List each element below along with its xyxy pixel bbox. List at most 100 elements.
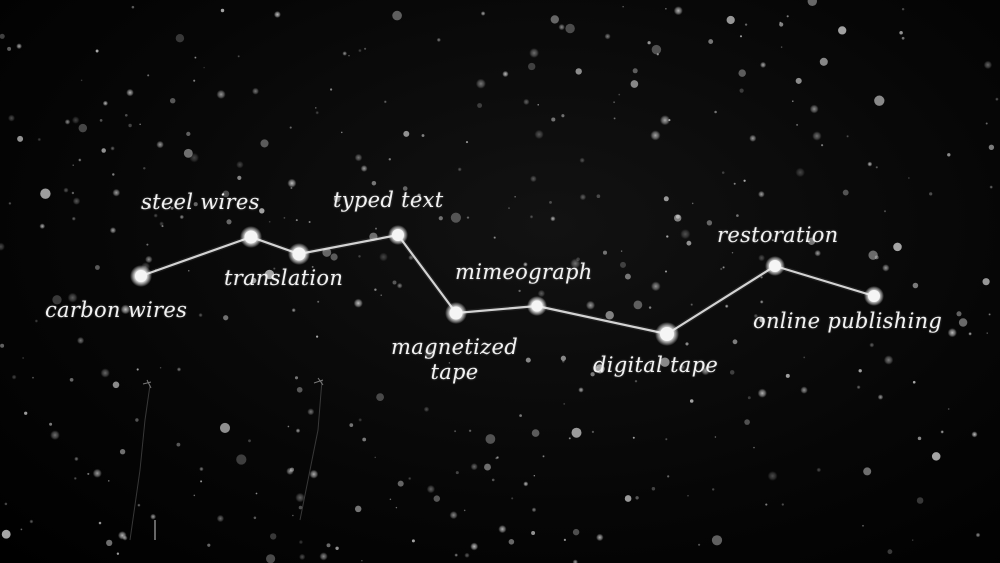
background-star	[135, 418, 139, 422]
label-online-publishing: online publishing	[753, 309, 943, 333]
background-star	[530, 175, 537, 183]
background-star	[533, 474, 536, 477]
background-star	[861, 524, 865, 527]
background-star	[358, 418, 363, 422]
background-star	[571, 427, 582, 438]
background-star	[402, 186, 408, 191]
background-star	[758, 190, 765, 198]
background-star	[74, 456, 79, 462]
background-star	[519, 414, 522, 417]
star-typed-text	[388, 225, 408, 245]
background-star	[971, 431, 978, 438]
background-star	[736, 214, 739, 217]
background-star	[308, 221, 311, 223]
background-star	[624, 495, 632, 502]
background-star	[714, 110, 717, 114]
background-star	[572, 528, 580, 536]
background-star	[423, 406, 430, 413]
background-star	[354, 153, 363, 162]
star-online-publishing	[864, 286, 884, 306]
background-star	[122, 535, 128, 541]
background-star	[679, 364, 686, 370]
background-star	[982, 278, 990, 286]
background-star	[237, 54, 241, 58]
background-star	[226, 219, 232, 225]
background-star	[287, 425, 290, 428]
background-star	[423, 347, 435, 358]
background-star	[803, 356, 806, 359]
star-carbon-wires	[130, 265, 152, 287]
background-star	[491, 478, 495, 482]
background-star	[136, 368, 139, 371]
background-star	[796, 123, 799, 126]
background-star	[795, 77, 802, 84]
background-star	[388, 158, 391, 161]
background-star	[989, 185, 993, 189]
background-star	[236, 160, 244, 169]
background-star	[568, 436, 572, 440]
background-star	[596, 533, 604, 542]
label-magnetized-tape: magnetized tape	[377, 335, 532, 385]
background-star	[901, 36, 905, 40]
background-star	[632, 436, 635, 439]
background-star	[819, 57, 828, 66]
background-star	[537, 289, 546, 298]
background-star	[531, 429, 540, 437]
background-star	[477, 103, 483, 108]
background-star	[106, 539, 113, 547]
background-star	[877, 394, 884, 400]
star-digital-tape	[655, 322, 679, 346]
background-star	[563, 538, 567, 542]
background-star	[759, 61, 767, 69]
background-star	[78, 158, 82, 162]
background-star	[595, 364, 605, 374]
background-star	[550, 15, 559, 24]
background-star	[529, 214, 534, 219]
background-star	[153, 213, 158, 218]
background-star	[87, 472, 90, 475]
background-star	[507, 206, 511, 210]
background-star	[590, 372, 595, 377]
background-star	[753, 238, 756, 242]
background-star	[119, 449, 126, 455]
background-star	[508, 539, 515, 545]
background-star	[449, 511, 458, 520]
background-star	[283, 216, 286, 220]
background-star	[869, 342, 875, 348]
background-star	[139, 123, 142, 126]
background-star	[931, 452, 941, 461]
background-star	[691, 202, 694, 205]
background-star	[618, 93, 621, 96]
background-star	[110, 146, 115, 151]
background-star	[417, 193, 421, 197]
background-star	[220, 8, 225, 13]
background-star	[651, 487, 656, 491]
background-star	[907, 177, 910, 179]
background-star	[899, 30, 903, 35]
background-star	[666, 235, 669, 238]
background-star	[298, 505, 303, 510]
background-star	[470, 463, 478, 471]
background-star	[396, 282, 403, 289]
background-star	[752, 446, 756, 449]
background-star	[883, 355, 894, 365]
background-star	[107, 479, 110, 482]
background-star	[680, 229, 691, 240]
background-star	[649, 362, 652, 365]
background-star	[947, 153, 951, 157]
background-star	[298, 553, 306, 561]
background-star	[433, 495, 441, 502]
star-mimeograph	[527, 296, 547, 316]
background-star	[17, 135, 24, 142]
background-star	[225, 272, 228, 275]
background-star	[947, 407, 950, 411]
background-star	[22, 356, 25, 360]
background-star	[362, 437, 367, 442]
background-star	[268, 220, 271, 223]
background-star	[49, 422, 53, 426]
background-star	[216, 89, 226, 100]
background-star	[940, 430, 944, 434]
background-star	[189, 152, 200, 163]
